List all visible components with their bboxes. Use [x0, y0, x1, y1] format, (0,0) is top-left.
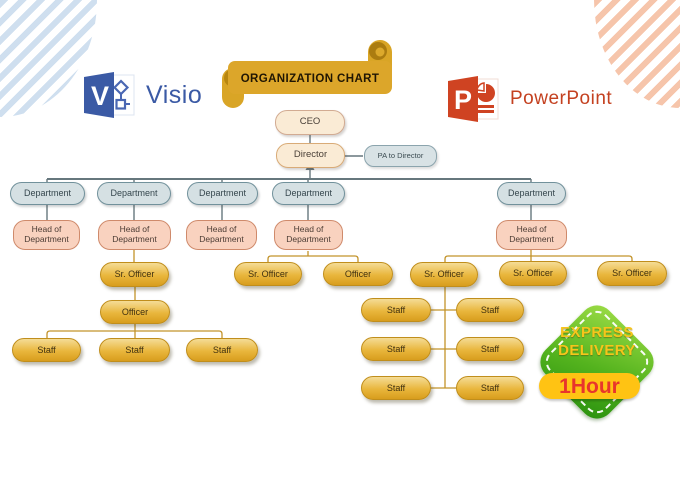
node-department-4: Department: [272, 182, 345, 205]
node-staff-b2-3: Staff: [186, 338, 258, 362]
title-ribbon: ORGANIZATION CHART: [220, 38, 400, 115]
dashed-border: [540, 305, 654, 419]
node-pa-to-director: PA to Director: [364, 145, 437, 167]
node-department-3: Department: [187, 182, 258, 205]
node-department-2: Department: [97, 182, 171, 205]
node-director: Director: [276, 143, 345, 168]
ribbon-title: ORGANIZATION CHART: [241, 73, 380, 85]
node-head-1: Head of Department: [13, 220, 80, 250]
node-department-1: Department: [10, 182, 85, 205]
node-staff-b2-2: Staff: [99, 338, 170, 362]
node-head-3: Head of Department: [186, 220, 257, 250]
express-delivery-label: EXPRESS DELIVERY: [558, 324, 636, 359]
node-staff-b5-5: Staff: [361, 376, 431, 400]
node-staff-b2-1: Staff: [12, 338, 81, 362]
visio-label: Visio: [146, 80, 203, 109]
green-diamond-icon: [533, 298, 661, 426]
svg-text:V: V: [91, 81, 109, 111]
node-head-2: Head of Department: [98, 220, 171, 250]
node-staff-b5-1: Staff: [361, 298, 431, 322]
duration-label: 1Hour: [559, 374, 620, 398]
node-ceo: CEO: [275, 110, 345, 135]
node-department-5: Department: [497, 182, 566, 205]
node-sr-officer-b5-2: Sr. Officer: [499, 261, 567, 286]
node-staff-b5-6: Staff: [456, 376, 524, 400]
node-head-4: Head of Department: [274, 220, 343, 250]
visio-logo: V Visio: [84, 72, 202, 118]
powerpoint-label: PowerPoint: [510, 88, 613, 109]
powerpoint-logo: P PowerPoint: [448, 76, 612, 122]
visio-icon: V: [84, 72, 135, 118]
node-sr-officer-b5-1: Sr. Officer: [410, 262, 478, 287]
node-officer-b2: Officer: [100, 300, 170, 324]
svg-text:P: P: [454, 85, 472, 115]
node-staff-b5-2: Staff: [456, 298, 524, 322]
ribbon-banner-icon: ORGANIZATION CHART: [222, 40, 392, 108]
node-sr-officer-b5-3: Sr. Officer: [597, 261, 667, 286]
duration-banner: 1Hour: [539, 373, 640, 399]
express-delivery-badge: EXPRESS DELIVERY 1Hour: [531, 288, 671, 438]
node-sr-officer-b4: Sr. Officer: [234, 262, 302, 286]
node-staff-b5-3: Staff: [361, 337, 431, 361]
node-officer-b4: Officer: [323, 262, 393, 286]
node-sr-officer-b2: Sr. Officer: [100, 262, 169, 287]
node-head-5: Head of Department: [496, 220, 567, 250]
node-staff-b5-4: Staff: [456, 337, 524, 361]
powerpoint-icon: P: [448, 76, 499, 122]
